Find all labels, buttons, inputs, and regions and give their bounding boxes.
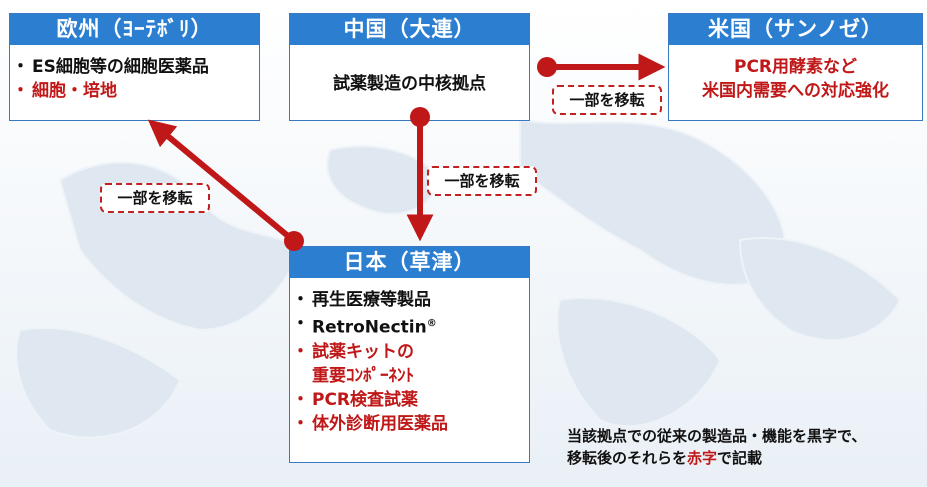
japan-title: 日本（草津）	[290, 247, 529, 278]
europe-item: 細胞・培地	[10, 79, 259, 103]
europe-item: ES細胞等の細胞医薬品	[10, 55, 259, 79]
note-line-1: 当該拠点での従来の製造品・機能を黒字で、	[567, 427, 867, 445]
japan-item-list: 再生医療等製品 RetroNectin® 試薬キットの 重要ｺﾝﾎﾟｰﾈﾝﾄ P…	[290, 278, 529, 436]
transfer-label-japan: 一部を移転	[427, 166, 537, 196]
transfer-label-europe: 一部を移転	[100, 183, 210, 213]
japan-item: 再生医療等製品	[290, 288, 529, 312]
europe-title: 欧州（ﾖｰﾃﾎﾞﾘ）	[10, 14, 259, 45]
usa-body: PCR用酵素など 米国内需要への対応強化	[669, 55, 922, 103]
usa-line: PCR用酵素など	[733, 57, 858, 77]
japan-item: 重要ｺﾝﾎﾟｰﾈﾝﾄ	[312, 365, 414, 386]
note-line-2: 移転後のそれらを赤字で記載	[567, 447, 866, 469]
note-text: 移転後のそれらを	[567, 449, 688, 467]
note-red-word: 赤字	[687, 449, 718, 467]
japan-box: 日本（草津） 再生医療等製品 RetroNectin® 試薬キットの 重要ｺﾝﾎ…	[289, 246, 530, 463]
japan-item: PCR検査試薬	[290, 388, 529, 412]
china-box: 中国（大連） 試薬製造の中核拠点	[289, 13, 530, 121]
europe-box: 欧州（ﾖｰﾃﾎﾞﾘ） ES細胞等の細胞医薬品 細胞・培地	[9, 13, 260, 121]
china-title: 中国（大連）	[290, 14, 529, 45]
china-body: 試薬製造の中核拠点	[333, 74, 486, 94]
usa-line: 米国内需要への対応強化	[702, 81, 889, 101]
japan-item: 試薬キットの	[290, 340, 529, 364]
japan-item: 体外診断用医薬品	[290, 412, 529, 436]
usa-title: 米国（サンノゼ）	[669, 14, 922, 45]
legend-note: 当該拠点での従来の製造品・機能を黒字で、 移転後のそれらを赤字で記載	[567, 425, 866, 469]
note-text: で記載	[717, 449, 763, 467]
usa-box: 米国（サンノゼ） PCR用酵素など 米国内需要への対応強化	[668, 13, 923, 121]
transfer-label-usa: 一部を移転	[552, 85, 662, 115]
europe-item-list: ES細胞等の細胞医薬品 細胞・培地	[10, 45, 259, 103]
japan-item: RetroNectin®	[290, 312, 529, 340]
japan-item-text: RetroNectin	[312, 317, 427, 338]
registered-mark: ®	[426, 318, 437, 329]
